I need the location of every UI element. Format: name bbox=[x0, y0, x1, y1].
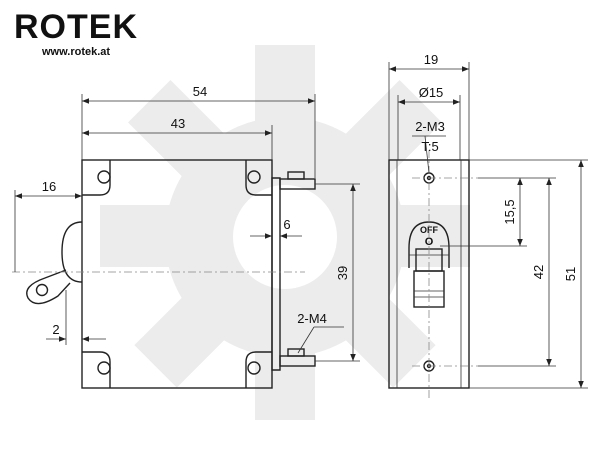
dim-upper: 15,5 bbox=[502, 199, 517, 224]
gear-watermark-icon bbox=[100, 45, 470, 420]
dim-total-width: 54 bbox=[193, 84, 207, 99]
dim-hole-spacing: 42 bbox=[531, 265, 546, 279]
dim-height: 39 bbox=[335, 266, 350, 280]
dim-lever: 16 bbox=[42, 179, 56, 194]
brand-url: www.rotek.at bbox=[41, 46, 110, 58]
dim-total-height: 51 bbox=[563, 267, 578, 281]
thread-label: 2-M3 bbox=[415, 119, 445, 134]
toggle-lever bbox=[26, 221, 83, 305]
leader-m3 bbox=[424, 135, 430, 174]
front-mounting-tabs bbox=[82, 160, 272, 388]
leader-m4 bbox=[297, 326, 315, 354]
brand-name: ROTEK bbox=[14, 8, 138, 46]
dim-body-width: 43 bbox=[171, 116, 185, 131]
dim-side-width: 19 bbox=[424, 52, 438, 67]
brand-logo: ROTEK www.rotek.at bbox=[14, 8, 138, 58]
front-view: 54 43 16 6 39 2 2-M4 bbox=[12, 84, 360, 389]
side-body-outline bbox=[388, 159, 470, 389]
dim-offset: 2 bbox=[52, 322, 59, 337]
side-view: OFF O 19 Ø15 2-M3 T:5 15,5 42 bbox=[388, 52, 588, 400]
dim-terminal: 6 bbox=[283, 217, 290, 232]
dim-diameter: Ø15 bbox=[419, 85, 444, 100]
terminal-label: 2-M4 bbox=[297, 311, 327, 326]
thread-depth: T:5 bbox=[421, 139, 438, 154]
